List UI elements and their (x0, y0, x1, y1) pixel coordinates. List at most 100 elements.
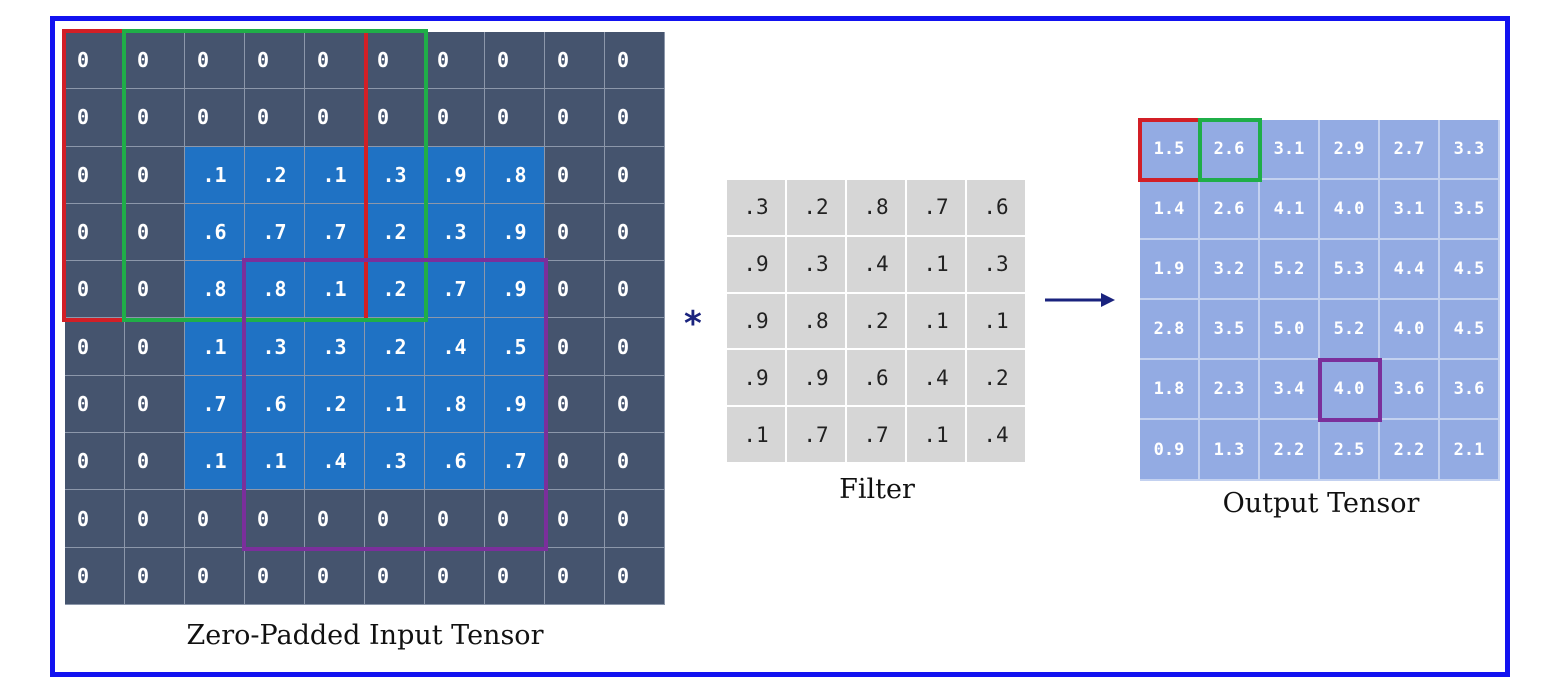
filter-cell: .7 (847, 407, 907, 464)
output-tensor-cell: 1.3 (1200, 420, 1260, 481)
input-tensor-cell: 0 (485, 32, 545, 90)
input-tensor-cell: 0 (65, 547, 125, 605)
filter-caption: Filter (839, 474, 915, 505)
input-tensor-cell: 0 (545, 32, 605, 90)
input-tensor-cell: 0 (605, 318, 665, 376)
input-tensor-cell: .7 (485, 433, 545, 491)
output-tensor-cell: 3.6 (1440, 360, 1500, 421)
input-tensor-cell: 0 (305, 547, 365, 605)
filter-cell: .2 (847, 293, 907, 351)
output-tensor-cell: 3.6 (1380, 360, 1440, 421)
input-tensor-cell: 0 (605, 547, 665, 605)
filter-grid: .3.2.8.7.6.9.3.4.1.3.9.8.2.1.1.9.9.6.4.2… (727, 180, 1027, 464)
output-tensor-cell: 3.1 (1260, 120, 1320, 181)
input-tensor-cell: .4 (425, 318, 485, 376)
filter-cell: .7 (787, 407, 847, 464)
output-tensor-cell: 4.1 (1260, 180, 1320, 241)
input-tensor-cell: 0 (605, 375, 665, 434)
output-tensor-cell: 0.9 (1140, 420, 1200, 481)
input-tensor-cell: 0 (65, 261, 125, 319)
input-tensor-cell: .2 (365, 261, 425, 319)
input-tensor-cell: 0 (125, 203, 185, 262)
input-tensor-cell: 0 (305, 89, 365, 147)
input-tensor-cell: .1 (185, 146, 245, 204)
filter-cell: .8 (787, 293, 847, 351)
input-tensor-cell: 0 (545, 490, 605, 548)
input-tensor-cell: .6 (425, 433, 485, 491)
input-tensor-cell: .1 (365, 375, 425, 434)
output-tensor-cell: 4.0 (1320, 360, 1380, 421)
input-tensor-cell: 0 (125, 146, 185, 204)
filter-cell: .1 (907, 407, 967, 464)
input-tensor-cell: 0 (425, 32, 485, 90)
input-tensor-cell: 0 (605, 32, 665, 90)
input-tensor-cell: 0 (365, 547, 425, 605)
input-tensor-cell: 0 (65, 203, 125, 262)
input-tensor-cell: .7 (185, 375, 245, 434)
input-tensor-cell: 0 (125, 490, 185, 548)
input-tensor-cell: 0 (65, 89, 125, 147)
input-tensor-cell: 0 (605, 261, 665, 319)
input-tensor-cell: .9 (425, 146, 485, 204)
input-tensor-cell: 0 (485, 89, 545, 147)
input-tensor-cell: 0 (245, 547, 305, 605)
output-tensor-cell: 3.1 (1380, 180, 1440, 241)
output-tensor-cell: 3.3 (1440, 120, 1500, 181)
input-tensor-cell: 0 (545, 318, 605, 376)
input-tensor-cell: .3 (365, 433, 425, 491)
output-tensor-cell: 3.5 (1200, 300, 1260, 361)
input-tensor-cell: .9 (485, 203, 545, 262)
input-tensor-cell: 0 (125, 318, 185, 376)
output-tensor-cell: 3.5 (1440, 180, 1500, 241)
filter-cell: .9 (787, 350, 847, 408)
output-tensor-cell: 1.8 (1140, 360, 1200, 421)
filter-cell: .9 (727, 350, 787, 408)
input-tensor-cell: .1 (305, 261, 365, 319)
input-tensor-caption: Zero-Padded Input Tensor (186, 620, 544, 651)
input-tensor-cell: .1 (245, 433, 305, 491)
input-tensor-cell: 0 (245, 32, 305, 90)
output-tensor-cell: 4.5 (1440, 240, 1500, 301)
input-tensor-cell: 0 (605, 89, 665, 147)
output-tensor-cell: 2.3 (1200, 360, 1260, 421)
input-tensor-cell: .3 (365, 146, 425, 204)
input-tensor-cell: 0 (425, 89, 485, 147)
filter-cell: .3 (967, 236, 1027, 294)
input-tensor-cell: 0 (485, 490, 545, 548)
input-tensor-cell: 0 (545, 89, 605, 147)
output-tensor-cell: 2.1 (1440, 420, 1500, 481)
output-tensor-cell: 1.5 (1140, 120, 1200, 181)
arrow-right-icon (1045, 293, 1115, 307)
input-tensor-cell: .2 (365, 203, 425, 262)
input-tensor-cell: 0 (65, 375, 125, 434)
input-tensor-cell: 0 (125, 261, 185, 319)
input-tensor-cell: 0 (125, 547, 185, 605)
input-tensor-cell: .9 (485, 375, 545, 434)
input-tensor-cell: 0 (605, 146, 665, 204)
input-tensor-cell: .8 (185, 261, 245, 319)
input-tensor-cell: 0 (185, 89, 245, 147)
filter-cell: .3 (727, 180, 787, 237)
output-tensor-cell: 1.4 (1140, 180, 1200, 241)
input-tensor-cell: 0 (365, 32, 425, 90)
input-tensor-cell: .1 (185, 433, 245, 491)
filter-cell: .8 (847, 180, 907, 237)
input-tensor-cell: 0 (485, 547, 545, 605)
filter-cell: .2 (787, 180, 847, 237)
input-tensor-cell: .8 (425, 375, 485, 434)
input-tensor-cell: .2 (245, 146, 305, 204)
input-tensor-cell: 0 (545, 547, 605, 605)
output-tensor-cell: 1.9 (1140, 240, 1200, 301)
input-tensor-cell: 0 (365, 89, 425, 147)
input-tensor-cell: 0 (425, 547, 485, 605)
output-tensor-cell: 2.2 (1380, 420, 1440, 481)
output-tensor-cell: 4.5 (1440, 300, 1500, 361)
output-tensor-caption: Output Tensor (1222, 488, 1420, 519)
input-tensor-cell: .1 (305, 146, 365, 204)
output-tensor-cell: 3.4 (1260, 360, 1320, 421)
filter-cell: .4 (907, 350, 967, 408)
filter-cell: .9 (727, 236, 787, 294)
input-tensor-cell: 0 (125, 375, 185, 434)
input-tensor-cell: .2 (305, 375, 365, 434)
output-tensor-cell: 4.4 (1380, 240, 1440, 301)
